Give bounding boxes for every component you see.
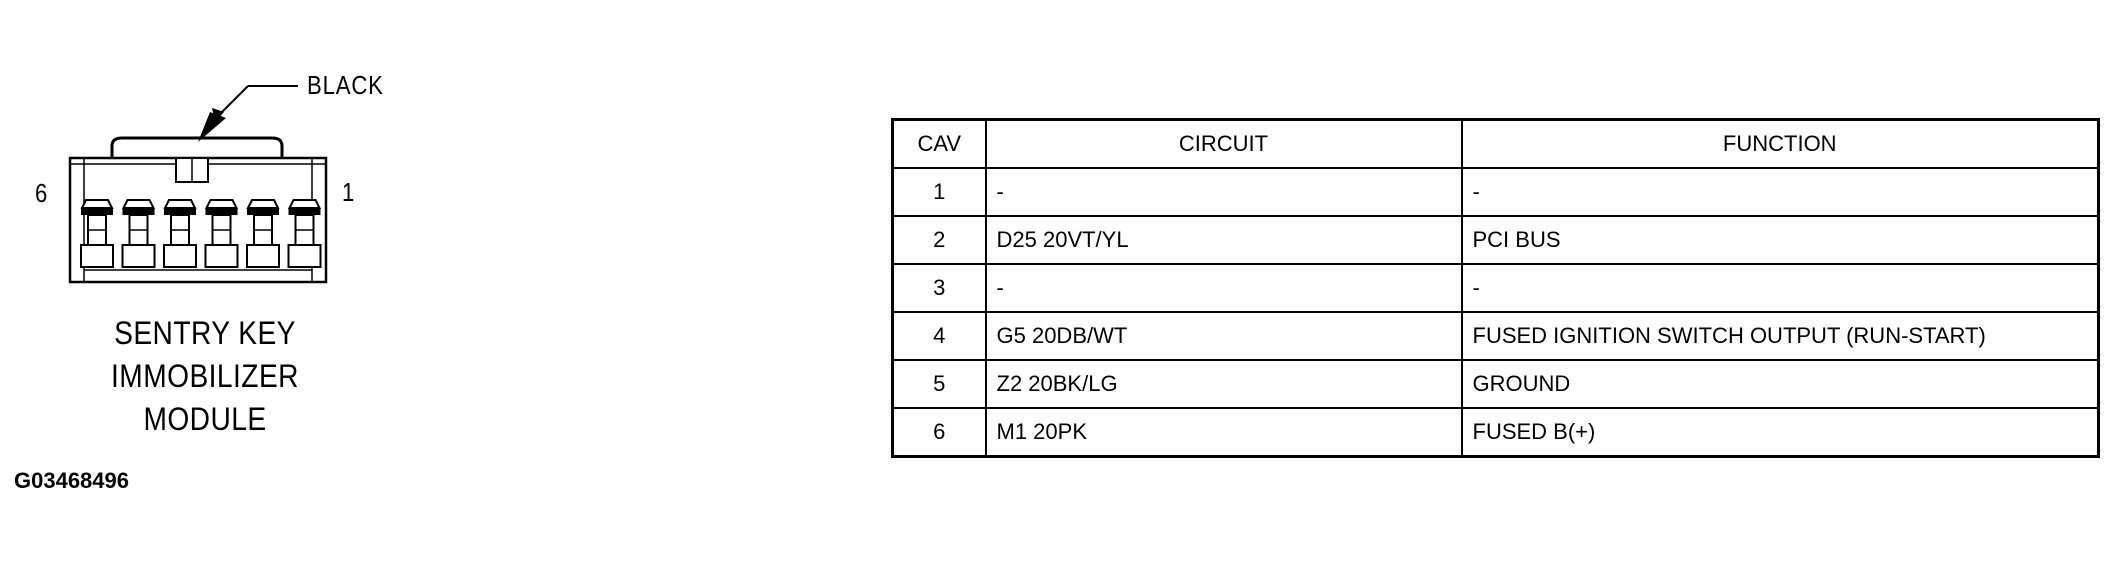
connector-latch-hood <box>110 136 284 158</box>
terminal-cavity <box>121 199 156 268</box>
cell-function: FUSED IGNITION SWITCH OUTPUT (RUN-START) <box>1460 311 2100 361</box>
table-header-row: CAV CIRCUIT FUNCTION <box>891 118 2100 169</box>
pinout-table: CAV CIRCUIT FUNCTION 1 - - 2 D25 20VT/YL… <box>891 118 2100 458</box>
connector-drawing <box>68 85 328 284</box>
table-row: 4 G5 20DB/WT FUSED IGNITION SWITCH OUTPU… <box>891 311 2100 361</box>
cell-function: GROUND <box>1460 359 2100 409</box>
cell-circuit: Z2 20BK/LG <box>984 359 1463 409</box>
terminal-cavity <box>163 199 197 268</box>
cell-circuit: - <box>984 167 1463 217</box>
header-circuit: CIRCUIT <box>984 118 1463 169</box>
terminal-group <box>80 199 322 268</box>
terminal-cavity <box>287 199 322 268</box>
table-row: 2 D25 20VT/YL PCI BUS <box>891 215 2100 265</box>
cell-cav: 6 <box>891 407 987 458</box>
terminal-cavity <box>80 199 114 268</box>
cell-cav: 3 <box>891 263 987 313</box>
table-row: 5 Z2 20BK/LG GROUND <box>891 359 2100 409</box>
cell-function: - <box>1460 167 2100 217</box>
cell-cav: 1 <box>891 167 987 217</box>
cell-circuit: - <box>984 263 1463 313</box>
callout-arrowhead-icon <box>198 112 226 142</box>
header-function: FUNCTION <box>1460 118 2100 169</box>
module-name-line-3: MODULE <box>143 401 267 437</box>
cell-function: PCI BUS <box>1460 215 2100 265</box>
wire-color-label: BLACK <box>307 70 384 100</box>
cell-cav: 2 <box>891 215 987 265</box>
cell-function: FUSED B(+) <box>1460 407 2100 458</box>
cell-cav: 5 <box>891 359 987 409</box>
terminal-cavity <box>246 199 280 268</box>
module-name-line-1: SENTRY KEY <box>114 315 296 351</box>
cell-cav: 4 <box>891 311 987 361</box>
cell-circuit: M1 20PK <box>984 407 1463 458</box>
module-name-line-2: IMMOBILIZER <box>111 358 299 394</box>
figure-id: G03468496 <box>14 468 129 493</box>
pin-6-label: 6 <box>35 178 49 208</box>
cell-function: - <box>1460 263 2100 313</box>
pin-1-label: 1 <box>342 177 356 207</box>
table-row: 6 M1 20PK FUSED B(+) <box>891 407 2100 458</box>
table-row: 1 - - <box>891 167 2100 217</box>
header-cav: CAV <box>891 118 987 169</box>
cell-circuit: G5 20DB/WT <box>984 311 1463 361</box>
terminal-cavity <box>204 199 239 268</box>
cell-circuit: D25 20VT/YL <box>984 215 1463 265</box>
table-row: 3 - - <box>891 263 2100 313</box>
